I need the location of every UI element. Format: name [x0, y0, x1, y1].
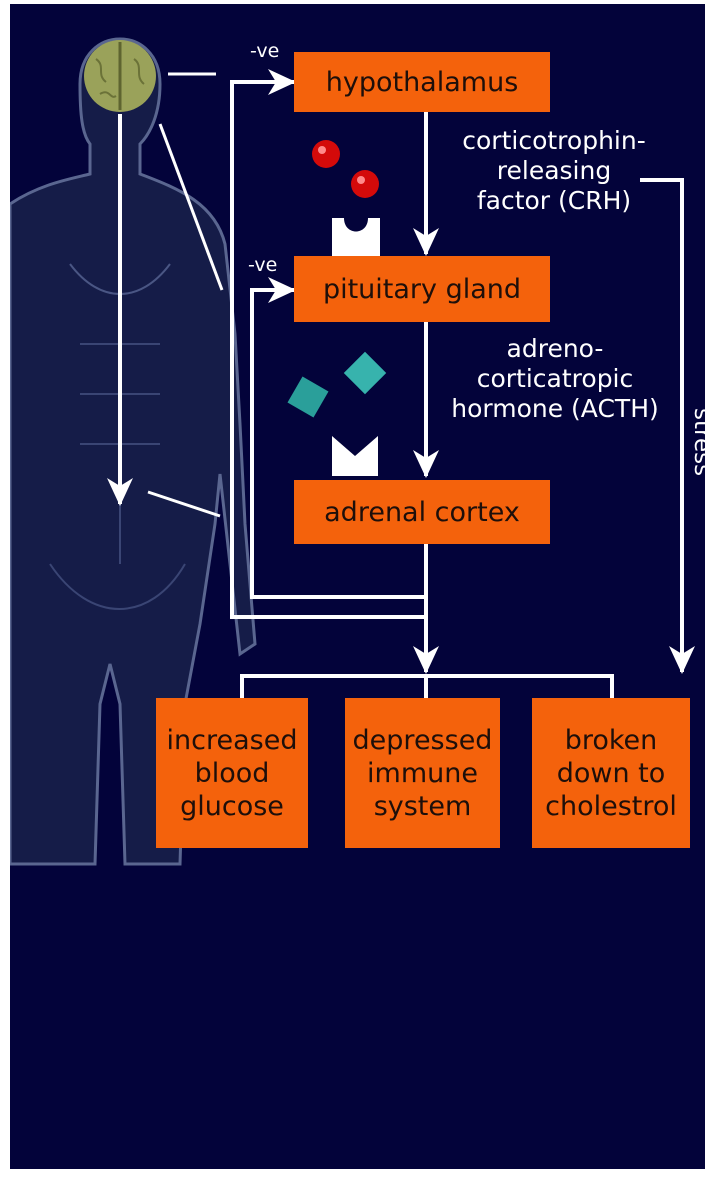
adrenal-cortex-box: adrenal cortex: [294, 480, 550, 544]
acth-label: adreno- corticatropic hormone (ACTH): [430, 334, 680, 424]
pituitary-gland-box: pituitary gland: [294, 256, 550, 322]
crh-molecules: [312, 140, 379, 198]
crh-receptor: [332, 218, 380, 256]
stress-label: stress: [689, 408, 705, 476]
depressed-immune-system-box: depressed immune system: [345, 698, 500, 848]
acth-molecules: [288, 352, 387, 418]
hypothalamus-box: hypothalamus: [294, 52, 550, 112]
effects-branch: [242, 676, 612, 698]
increased-blood-glucose-box: increased blood glucose: [156, 698, 308, 848]
negative-feedback-label-1: -ve: [250, 40, 279, 62]
broken-down-to-cholestrol-box: broken down to cholestrol: [532, 698, 690, 848]
crh-label: corticotrophin- releasing factor (CRH): [438, 126, 670, 216]
brain-icon: [84, 40, 156, 112]
negative-feedback-label-2: -ve: [248, 254, 277, 276]
diagram-panel: hypothalamus pituitary gland adrenal cor…: [10, 4, 705, 1169]
stress-arrow: [640, 180, 682, 672]
acth-receptor: [332, 436, 378, 476]
